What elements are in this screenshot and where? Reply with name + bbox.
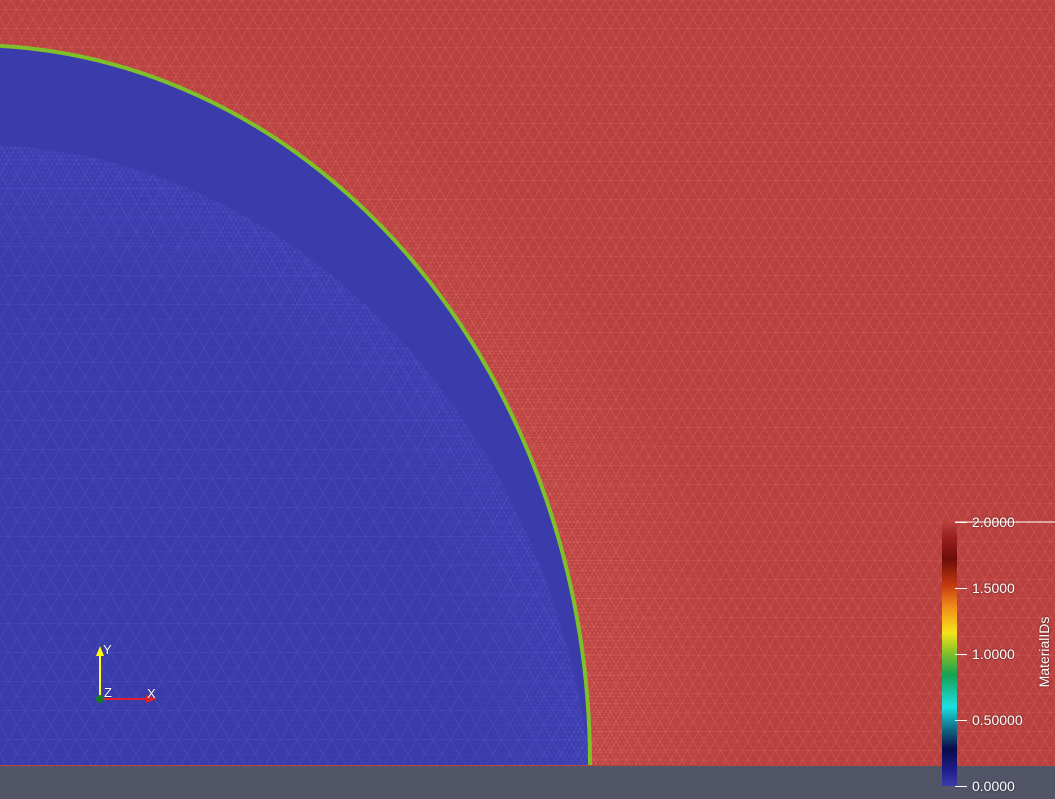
- tick-label-0: 0.0000: [972, 778, 1015, 794]
- material-interface-boundary: [0, 43, 592, 766]
- tick-mark-1-5: [955, 588, 967, 589]
- tick-label-0-5: 0.50000: [972, 712, 1023, 728]
- tick-mark-1: [955, 654, 967, 655]
- axis-y-label: Y: [103, 642, 112, 657]
- scalar-bar-gradient: [942, 522, 957, 786]
- tick-mark-0: [955, 786, 967, 787]
- axis-z-label: Z: [104, 685, 112, 700]
- tick-mark-2: [955, 522, 967, 523]
- orientation-axes: [96, 646, 157, 703]
- y-axis-arrow: [96, 646, 104, 656]
- scalar-bar-title: MaterialIDs: [1036, 616, 1052, 688]
- axis-x-label: X: [147, 686, 156, 701]
- x-axis-arrow: [146, 695, 157, 703]
- tick-label-1-5: 1.5000: [972, 580, 1015, 596]
- tick-label-2: 2.0000: [972, 514, 1015, 530]
- z-axis-dot: [96, 695, 104, 703]
- tick-label-1: 1.0000: [972, 646, 1015, 662]
- tick-mark-0-5: [955, 720, 967, 721]
- background-strip: [0, 766, 1055, 799]
